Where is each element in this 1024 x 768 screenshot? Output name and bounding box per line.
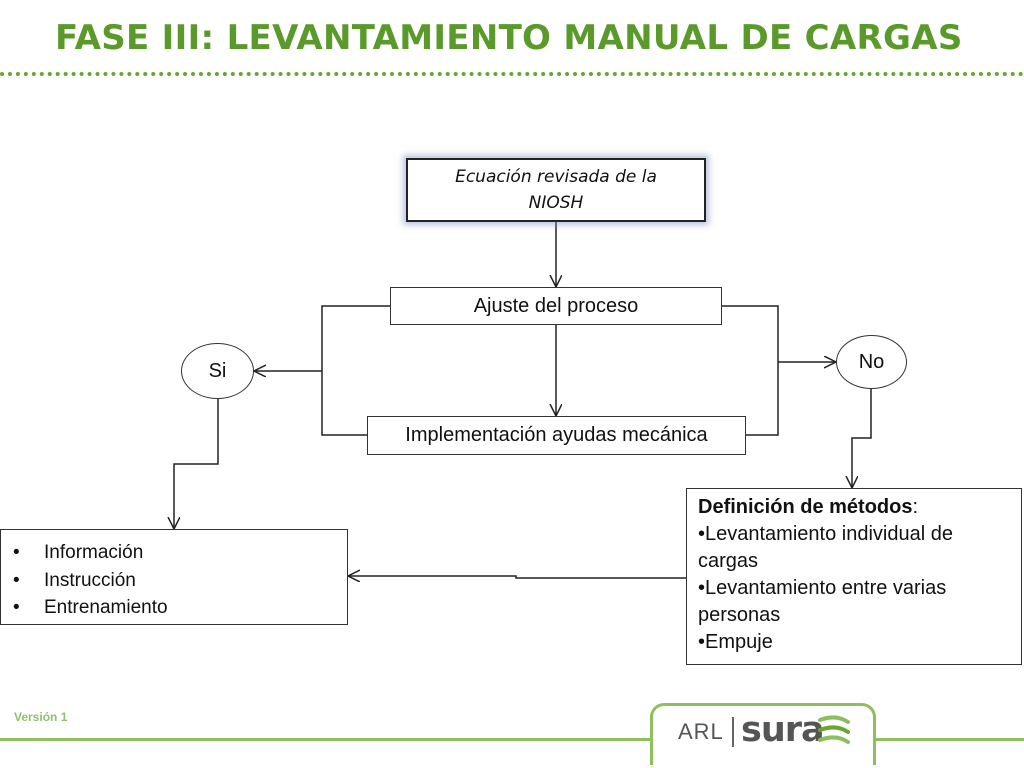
list-item: • Instrucción xyxy=(13,567,168,595)
decision-yes-node: Si xyxy=(181,343,254,399)
methods-definition-box: Definición de métodos: •Levantamiento in… xyxy=(686,488,1022,665)
list-item: • Información xyxy=(13,539,168,567)
logo-tab xyxy=(650,703,876,765)
decision-no-node: No xyxy=(836,335,907,389)
list-item: •Empuje xyxy=(698,631,773,653)
process-adjustment-label: Ajuste del proceso xyxy=(473,294,639,317)
mechanical-aids-box: Implementación ayudas mecánica xyxy=(367,416,746,455)
bullet-icon: • xyxy=(13,597,20,618)
mechanical-aids-label: Implementación ayudas mecánica xyxy=(405,424,708,446)
list-item: •Levantamiento individual de cargas xyxy=(698,523,953,572)
sura-swoosh-icon xyxy=(818,715,850,744)
list-item: •Levantamiento entre varias personas xyxy=(698,577,947,626)
bullet-icon: • xyxy=(13,542,20,563)
training-list: • Información • Instrucción • Entrenamiento xyxy=(13,539,168,622)
methods-heading-text: Definición de métodos xyxy=(698,496,913,518)
decision-no-label: No xyxy=(858,350,885,373)
training-box: • Información • Instrucción • Entrenamiento xyxy=(0,529,348,625)
title-divider xyxy=(0,72,1024,76)
process-adjustment-box: Ajuste del proceso xyxy=(390,287,722,325)
connector-si-to-info xyxy=(174,399,219,529)
connector-right-loop xyxy=(722,305,779,436)
logo-arl-text: ARL xyxy=(678,719,724,744)
logo-separator xyxy=(732,717,734,747)
list-item: • Entrenamiento xyxy=(13,594,168,622)
slide-title: FASE III: LEVANTAMIENTO MANUAL DE CARGAS xyxy=(55,18,963,58)
methods-definition-content: Definición de métodos: •Levantamiento in… xyxy=(698,494,1013,656)
connector-definicion-to-info xyxy=(348,576,686,578)
footer-divider xyxy=(0,738,1024,741)
decision-yes-label: Si xyxy=(208,359,227,382)
niosh-equation-box: Ecuación revisada de la NIOSH xyxy=(406,158,706,222)
list-item-text: Información xyxy=(44,542,144,563)
logo-brand-text: sura xyxy=(741,710,825,750)
methods-heading-colon: : xyxy=(912,496,919,518)
version-label: Versión 1 xyxy=(14,710,68,724)
methods-heading: Definición de métodos: xyxy=(698,494,1013,521)
bullet-icon: • xyxy=(13,569,20,591)
list-item-text: Instrucción xyxy=(44,569,136,591)
connector-no-to-definicion xyxy=(852,389,872,488)
niosh-equation-label: Ecuación revisada de la NIOSH xyxy=(455,167,657,213)
list-item-text: Entrenamiento xyxy=(44,597,168,618)
